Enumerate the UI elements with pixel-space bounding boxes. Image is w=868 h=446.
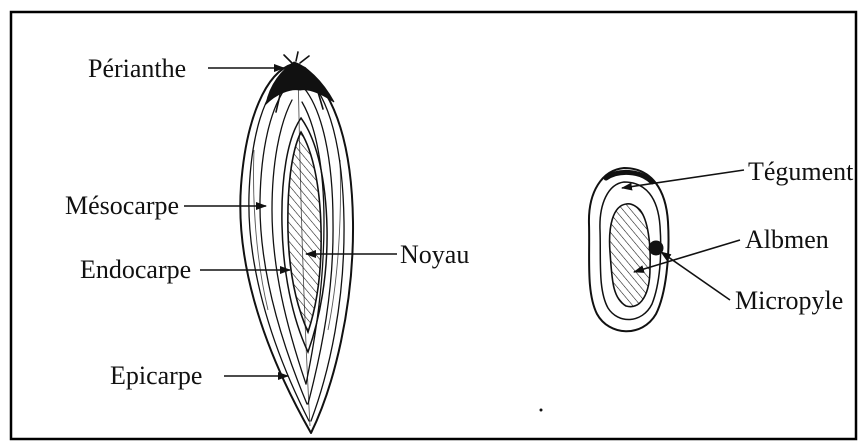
callout-epicarpe: Epicarpe (110, 361, 288, 390)
arrow-micropyle (661, 252, 730, 300)
seed-drawing (589, 168, 669, 331)
label-albmen: Albmen (745, 225, 829, 254)
paper-speck (540, 409, 542, 411)
callout-perianthe: Périanthe (88, 54, 284, 83)
label-tegument: Tégument (748, 157, 854, 186)
callout-tegument: Tégument (622, 157, 854, 188)
label-mesocarpe: Mésocarpe (65, 191, 179, 220)
label-endocarpe: Endocarpe (80, 255, 191, 284)
label-noyau: Noyau (400, 240, 469, 269)
albumen-core (610, 204, 651, 307)
callout-mesocarpe: Mésocarpe (65, 191, 266, 220)
perianthe-tip (296, 52, 298, 61)
callout-micropyle: Micropyle (661, 252, 843, 315)
perianthe-tip (300, 56, 309, 63)
label-micropyle: Micropyle (735, 286, 843, 315)
perianthe-tip (284, 55, 292, 63)
label-perianthe: Périanthe (88, 54, 186, 83)
label-epicarpe: Epicarpe (110, 361, 202, 390)
